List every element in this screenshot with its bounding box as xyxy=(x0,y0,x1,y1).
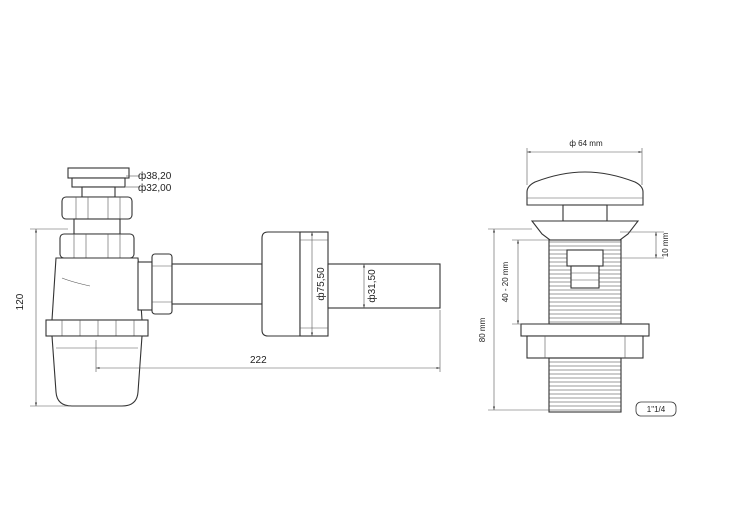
valve-inner-spring xyxy=(570,265,600,289)
dim-pipe-diameter-label: ф31,50 xyxy=(366,269,378,303)
dim-flange-diameter-label: ф75,50 xyxy=(315,267,327,301)
siphon-top-cap xyxy=(67,167,130,179)
siphon-bottom-cup xyxy=(51,335,143,407)
siphon-upper-nut xyxy=(61,196,133,220)
valve-inner-stem xyxy=(566,249,604,267)
valve-stem xyxy=(562,204,608,222)
thread-size-label: 1"1/4 xyxy=(647,405,666,414)
siphon-tail-pipe xyxy=(73,218,121,235)
dim-length-label: 222 xyxy=(250,355,267,366)
thread-size-badge xyxy=(635,401,677,417)
dim-80mm-label: 80 mm xyxy=(478,317,487,342)
valve-washer xyxy=(520,323,650,337)
siphon-outlet-nut xyxy=(151,253,173,315)
siphon-grate xyxy=(81,186,116,198)
dim-10mm-label: 10 mm xyxy=(661,232,670,257)
bottle-siphon-drawing: ф38,20 ф32,00 120 222 ф75,50 ф31,50 xyxy=(15,167,441,407)
wall-flange xyxy=(261,231,301,337)
siphon-outlet-connector xyxy=(137,261,153,311)
valve-lower-thread xyxy=(548,357,622,413)
wall-pipe xyxy=(327,263,441,309)
dim-height-label: 120 xyxy=(15,293,26,310)
valve-cap xyxy=(526,171,644,206)
valve-lock-nut xyxy=(526,335,644,359)
siphon-bottle-body xyxy=(51,257,143,321)
dim-diameter-32-label: ф32,00 xyxy=(138,182,172,194)
dim-cap-diameter-label: ф 64 mm xyxy=(569,139,603,148)
popup-valve-drawing: ф 64 mm 10 mm 40 - 20 mm xyxy=(478,139,677,417)
siphon-cap-ring xyxy=(71,177,126,188)
dim-diameter-38-label: ф38,20 xyxy=(138,170,172,182)
dim-40-20mm-label: 40 - 20 mm xyxy=(501,261,510,302)
siphon-bottom-ring xyxy=(45,319,149,337)
siphon-outlet-pipe xyxy=(171,263,263,305)
valve-flange xyxy=(530,220,640,241)
siphon-middle-nut xyxy=(59,233,135,259)
